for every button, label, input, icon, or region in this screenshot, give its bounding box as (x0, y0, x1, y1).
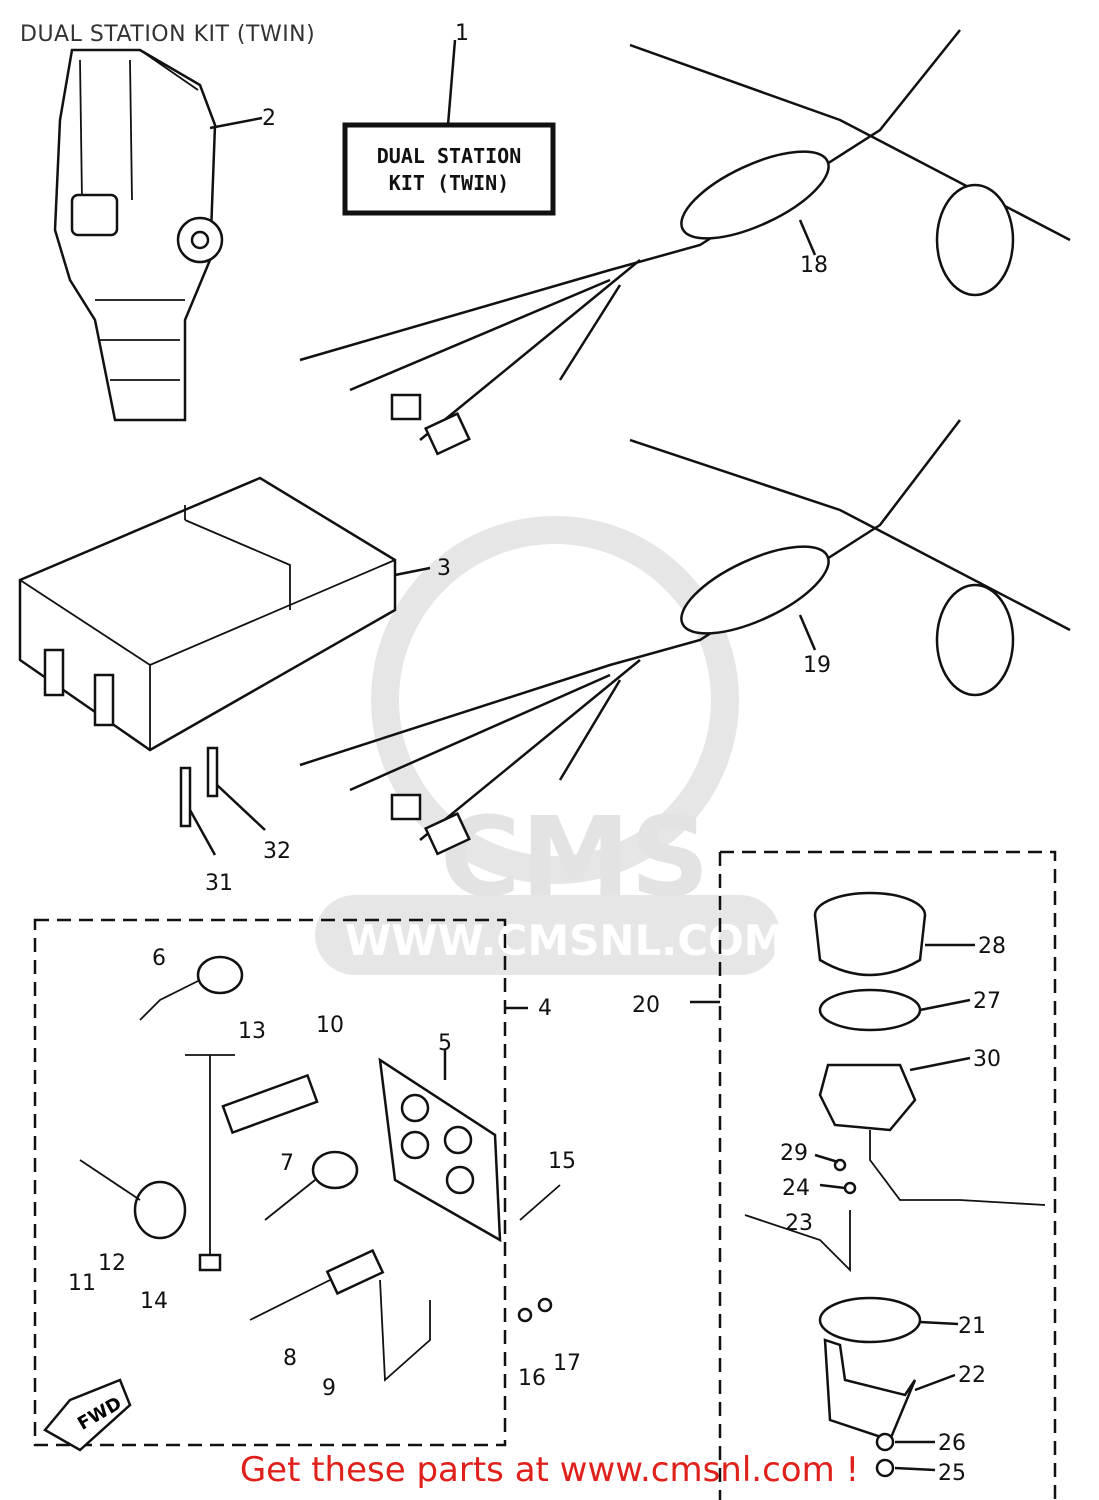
promo-link-text[interactable]: Get these parts at www.cmsnl.com ! (239, 1450, 860, 1490)
watermark: CMS WWW.CMSNL.COM (315, 516, 786, 975)
callout-31: 31 (205, 871, 233, 896)
callout-14: 14 (140, 1289, 168, 1314)
kit-label-plate: DUAL STATION KIT (TWIN) (342, 39, 556, 216)
callout-19: 19 (803, 653, 831, 678)
callout-18: 18 (800, 253, 828, 278)
kit-label-line-2: KIT (TWIN) (389, 171, 509, 195)
callout-20: 20 (632, 993, 660, 1018)
callout-3: 3 (437, 556, 451, 581)
callout-13: 13 (238, 1019, 266, 1044)
callout-8: 8 (283, 1346, 297, 1371)
callout-12: 12 (98, 1251, 126, 1276)
callout-2: 2 (262, 106, 276, 131)
watermark-url: WWW.CMSNL.COM (345, 916, 786, 965)
callout-30: 30 (973, 1047, 1001, 1072)
gauge-leaders (814, 943, 975, 1472)
watermark-brand: CMS (440, 793, 709, 921)
callout-11: 11 (68, 1271, 96, 1296)
callout-25: 25 (938, 1461, 966, 1486)
callout-23: 23 (785, 1211, 813, 1236)
callout-7: 7 (280, 1151, 294, 1176)
callout-22: 22 (958, 1363, 986, 1388)
callout-1: 1 (455, 21, 469, 46)
callout-17: 17 (553, 1351, 581, 1376)
callout-9: 9 (322, 1376, 336, 1401)
callout-numbers: 1 2 3 4 5 6 7 8 9 10 11 12 13 14 15 16 1… (68, 21, 1006, 1486)
gauge-group (690, 850, 1057, 1500)
wire-harness-18 (299, 29, 1071, 456)
callout-5: 5 (438, 1031, 452, 1056)
page-title: DUAL STATION KIT (TWIN) (20, 22, 316, 47)
callout-4: 4 (538, 996, 552, 1021)
callout-32: 32 (263, 839, 291, 864)
callout-27: 27 (973, 989, 1001, 1014)
plates-31-32 (179, 746, 266, 856)
callout-16: 16 (518, 1366, 546, 1391)
wire-harness-19 (299, 419, 1071, 856)
kit-label-line-1: DUAL STATION (377, 144, 522, 168)
switch-panel-group: FWD (33, 918, 561, 1452)
remote-control-box (53, 48, 263, 422)
callout-10: 10 (316, 1013, 344, 1038)
callout-6: 6 (152, 946, 166, 971)
callout-24: 24 (782, 1176, 810, 1201)
callout-28: 28 (978, 934, 1006, 959)
callout-29: 29 (780, 1141, 808, 1166)
callout-15: 15 (548, 1149, 576, 1174)
junction-box (18, 476, 431, 752)
callout-21: 21 (958, 1314, 986, 1339)
callout-26: 26 (938, 1431, 966, 1456)
